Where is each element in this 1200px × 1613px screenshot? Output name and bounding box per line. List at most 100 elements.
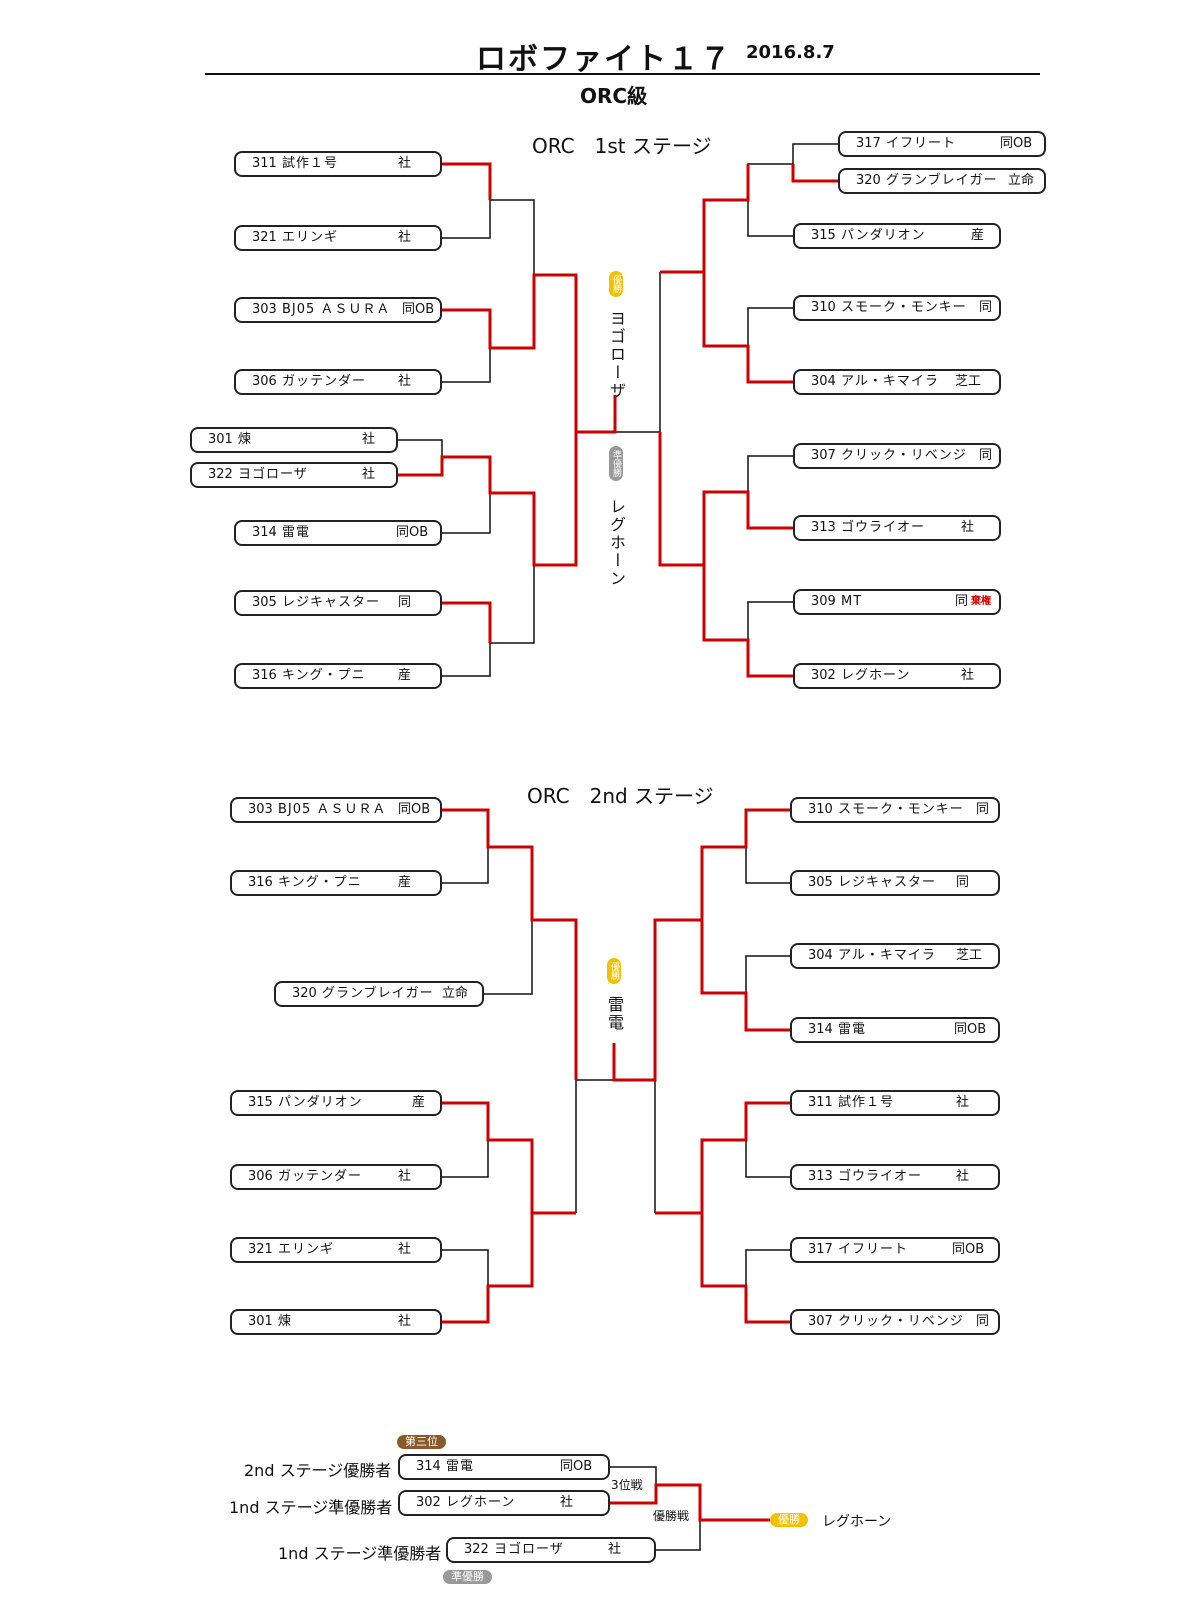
entry-box: 321 エリンギ 社	[230, 1237, 442, 1263]
entry-name: グランブレイガー	[322, 986, 434, 1001]
entry-box: 301 煉 社	[230, 1309, 442, 1335]
entry-number: 304	[811, 374, 836, 389]
entry-affiliation: 社	[398, 1314, 412, 1329]
entry-name: スモーク・モンキー	[841, 300, 967, 315]
entry-box: 316 キング・プニ 産	[234, 663, 442, 689]
stage2-right-lines-black	[654, 847, 790, 1286]
entry-affiliation: 社	[560, 1495, 574, 1510]
entry-affiliation: 社	[398, 1169, 412, 1184]
entry-affiliation: 同OB	[402, 302, 435, 317]
entry-affiliation: 産	[398, 668, 412, 683]
entry-number: 303	[248, 802, 273, 817]
stage2-left-lines-red	[442, 808, 578, 1324]
entry-name: アル・キマイラ	[841, 374, 939, 389]
final-lines-black	[610, 1466, 701, 1551]
entry-name: 雷電	[838, 1022, 867, 1037]
page-title: ロボファイト１７	[476, 42, 732, 77]
entry-affiliation: 同	[398, 595, 412, 610]
entry-name: レグホーン	[841, 668, 911, 683]
stage1-title: ORC 1st ステージ	[532, 134, 712, 158]
entry-name: アル・キマイラ	[838, 948, 936, 963]
entry-number: 314	[808, 1022, 833, 1037]
entry-name: エリンギ	[282, 230, 339, 245]
entry-box: 302 レグホーン 社	[398, 1490, 610, 1516]
entry-number: 321	[252, 230, 277, 245]
entry-box: 307 クリック・リベンジ 同	[793, 443, 1001, 469]
entry-number: 306	[252, 374, 277, 389]
entry-name: クリック・リベンジ	[841, 448, 967, 463]
entry-number: 313	[811, 520, 836, 535]
entry-box: 315 パンダリオン 産	[230, 1090, 442, 1116]
entry-box: 305 レジキャスター 同	[790, 870, 1000, 896]
entry-name: 雷電	[446, 1459, 475, 1474]
entry-affiliation: 社	[608, 1542, 622, 1557]
entry-number: 307	[808, 1314, 833, 1329]
entry-number: 321	[248, 1242, 273, 1257]
entry-number: 315	[811, 228, 836, 243]
entry-box: 310 スモーク・モンキー 同	[793, 295, 1001, 321]
entry-box: 304 アル・キマイラ 芝工	[793, 369, 1001, 395]
entry-number: 304	[808, 948, 833, 963]
entry-number: 314	[252, 525, 277, 540]
entry-box: 302 レグホーン 社	[793, 663, 1001, 689]
entry-name: レジキャスター	[282, 595, 381, 610]
entry-number: 314	[416, 1459, 441, 1474]
third-place-match-label: 3位戦	[611, 1478, 643, 1492]
entry-affiliation: 芝工	[955, 374, 982, 389]
entry-affiliation: 同	[955, 594, 969, 609]
entry-box: 313 ゴウライオー 社	[790, 1164, 1000, 1190]
entry-affiliation: 産	[971, 228, 985, 243]
entry-name: BJ05 ＡＳＵＲＡ	[278, 802, 387, 817]
stage1-right-lines-red	[658, 164, 838, 678]
entry-number: 301	[248, 1314, 273, 1329]
entry-name: イフリート	[886, 136, 957, 151]
entry-number: 310	[808, 802, 833, 817]
entry-number: 311	[252, 156, 277, 171]
entry-box: 303 BJ05 ＡＳＵＲＡ 同OB	[230, 797, 442, 823]
stage1-winner: ヨゴローザ	[607, 310, 626, 400]
withdrawn-note: 棄権	[971, 596, 991, 607]
entry-number: 316	[248, 875, 273, 890]
stage2-title: ORC 2nd ステージ	[527, 784, 714, 808]
stage1-left-lines-black	[398, 199, 660, 677]
entry-affiliation: 同OB	[1000, 136, 1033, 151]
entry-affiliation: 社	[398, 374, 412, 389]
entry-box: 301 煉 社	[190, 427, 398, 453]
entry-name: ゴウライオー	[841, 520, 926, 535]
entry-name: 煉	[238, 432, 253, 447]
entry-affiliation: 社	[362, 467, 376, 482]
entry-affiliation: 社	[362, 432, 376, 447]
entry-affiliation: 芝工	[956, 948, 983, 963]
entry-number: 305	[808, 875, 833, 890]
entry-box: 305 レジキャスター 同	[234, 590, 442, 616]
entry-box: 322 ヨゴローザ 社	[190, 462, 398, 488]
entry-number: 320	[292, 986, 317, 1001]
entry-box: 309 MT 同 棄権	[793, 589, 1001, 615]
class-name: ORC級	[580, 84, 648, 108]
entry-name: BJ05 ＡＳＵＲＡ	[282, 302, 391, 317]
entry-number: 303	[252, 302, 277, 317]
entry-name: 煉	[278, 1314, 293, 1329]
entry-affiliation: 産	[398, 875, 412, 890]
entry-name: ガッテンダー	[278, 1169, 363, 1184]
entry-affiliation: 同OB	[398, 802, 431, 817]
entry-affiliation: 同OB	[952, 1242, 985, 1257]
entry-number: 310	[811, 300, 836, 315]
final-row-label: 2nd ステージ優勝者	[244, 1461, 392, 1480]
entry-box: 314 雷電 同OB	[790, 1017, 1000, 1043]
entry-box: 320 グランブレイガー 立命	[274, 981, 484, 1007]
entry-name: レグホーン	[446, 1495, 516, 1510]
entry-name: 雷電	[282, 525, 311, 540]
stage1-runnerup: レグホーン	[607, 498, 626, 588]
entry-number: 322	[464, 1542, 489, 1557]
final-row-label: 1nd ステージ準優勝者	[278, 1544, 442, 1563]
entry-affiliation: 社	[956, 1095, 970, 1110]
entry-name: レジキャスター	[838, 875, 937, 890]
entry-affiliation: 同OB	[560, 1459, 593, 1474]
entry-box: 303 BJ05 ＡＳＵＲＡ 同OB	[234, 297, 442, 323]
entry-affiliation: 産	[412, 1095, 426, 1110]
entry-number: 316	[252, 668, 277, 683]
entry-affiliation: 社	[398, 230, 412, 245]
